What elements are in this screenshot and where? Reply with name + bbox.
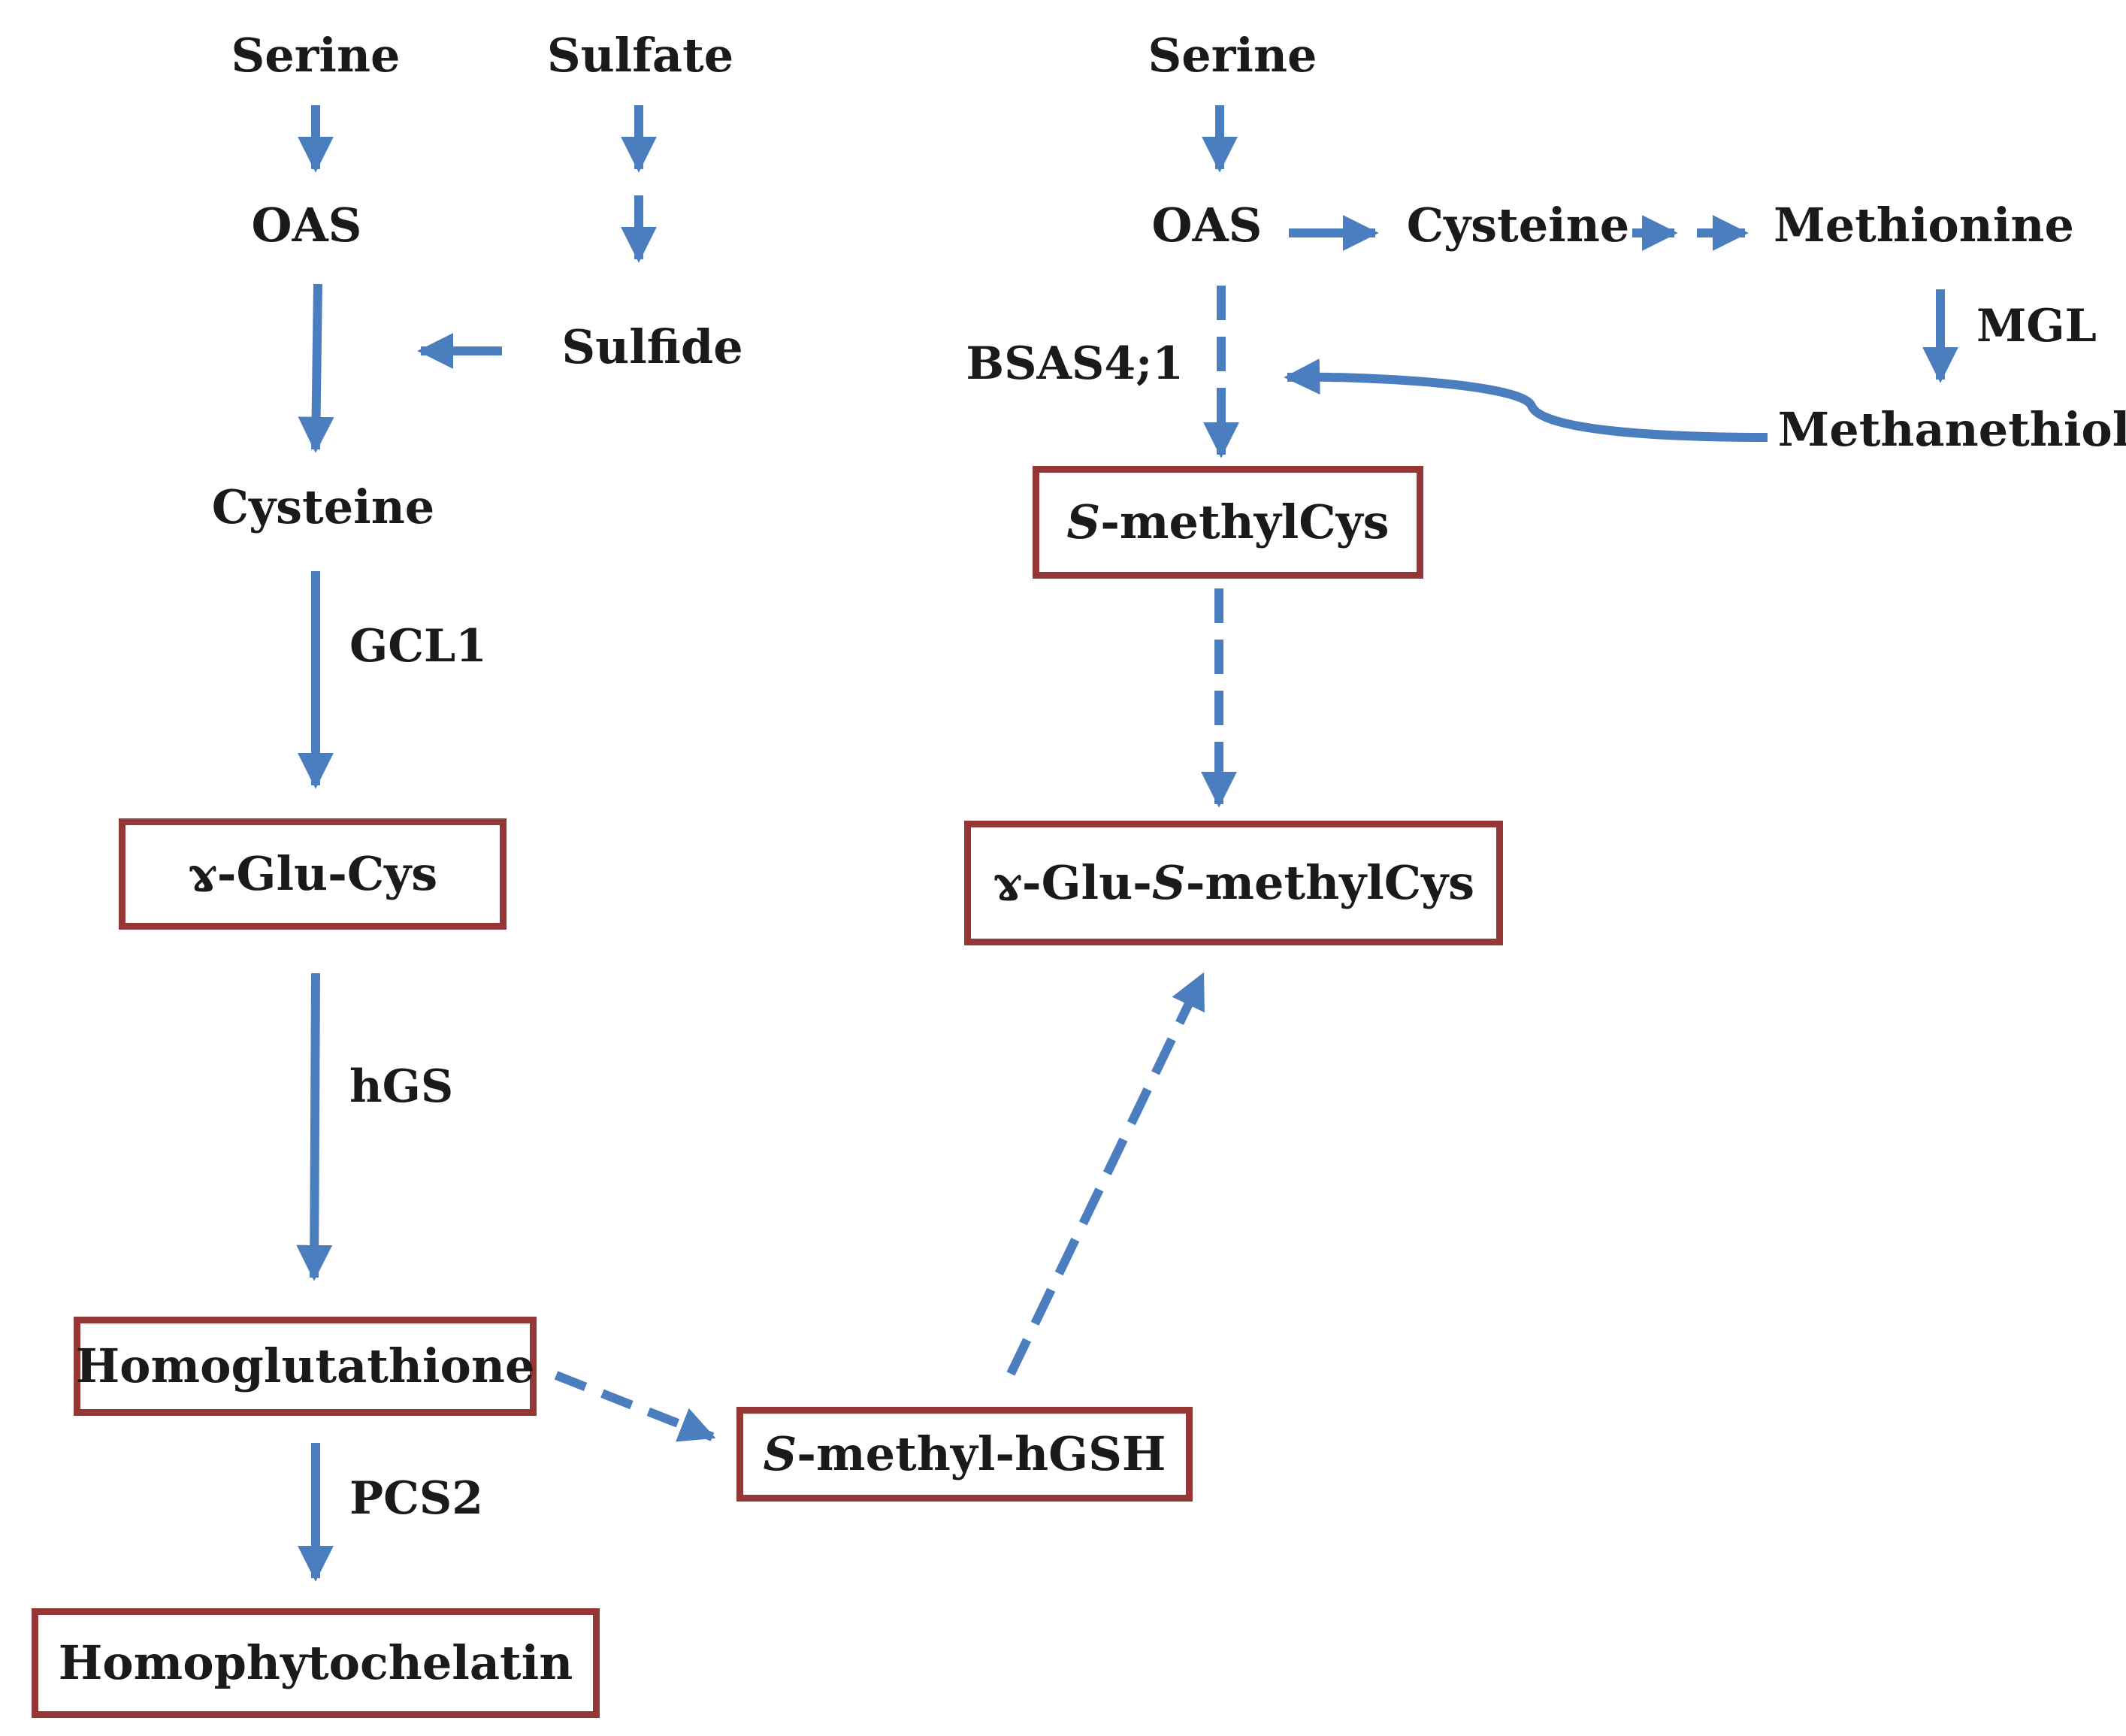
- box-s-methylcys: S-methylCys: [1033, 466, 1423, 579]
- enzyme-pcs2: PCS2: [349, 1472, 483, 1525]
- node-sulfate: Sulfate: [546, 28, 734, 83]
- node-cysteine-left: Cysteine: [211, 479, 435, 534]
- label-homoglutathione: Homoglutathione: [75, 1338, 535, 1393]
- box-glu-cys: ɤ-Glu-Cys: [119, 818, 507, 930]
- box-homoglutathione: Homoglutathione: [74, 1317, 537, 1416]
- node-cysteine-right: Cysteine: [1406, 198, 1630, 253]
- label-s-methyl-hgsh: S-methyl-hGSH: [764, 1431, 1166, 1477]
- box-s-methyl-hgsh: S-methyl-hGSH: [736, 1407, 1193, 1502]
- label-s-methyl-hgsh-italic-s: S: [763, 1426, 797, 1481]
- arrow-hgs: [296, 972, 333, 1281]
- label-glu-cys: ɤ-Glu-Cys: [187, 846, 438, 901]
- node-serine-right: Serine: [1148, 28, 1317, 83]
- label-glu-s-methylcys-start: ɤ-Glu-: [992, 855, 1152, 910]
- label-s-methyl-hgsh-rest: -methyl-hGSH: [797, 1426, 1166, 1481]
- enzyme-gcl1: GCL1: [349, 620, 487, 673]
- node-oas-left: OAS: [251, 198, 362, 253]
- label-glu-s-methylcys-italic-s: S: [1151, 855, 1186, 910]
- label-s-methylcys-rest: -methylCys: [1100, 494, 1390, 549]
- node-serine-left: Serine: [231, 28, 401, 83]
- enzyme-hgs: hGS: [349, 1060, 454, 1113]
- node-methionine: Methionine: [1774, 198, 2074, 253]
- label-homophytochelatin: Homophytochelatin: [58, 1635, 573, 1690]
- label-glu-s-methylcys: ɤ-Glu-S-methylCys: [993, 860, 1474, 906]
- arrow-homoglutathione-to-s-methyl-hgsh: [554, 1371, 716, 1442]
- box-glu-s-methylcys: ɤ-Glu-S-methylCys: [964, 821, 1503, 945]
- label-s-methylcys: S-methylCys: [1066, 499, 1389, 546]
- arrow-oas-to-cysteine-left: [298, 283, 334, 453]
- box-homophytochelatin: Homophytochelatin: [32, 1608, 600, 1718]
- enzyme-bsas4-1: BSAS4;1: [966, 337, 1184, 390]
- node-sulfide: Sulfide: [561, 319, 743, 374]
- node-oas-right: OAS: [1151, 198, 1263, 253]
- enzyme-mgl: MGL: [1976, 300, 2097, 352]
- node-methanethiol: Methanethiol: [1777, 402, 2126, 457]
- arrow-methanethiol-to-bsas: [1284, 358, 1768, 442]
- arrow-s-methyl-hgsh-to-glu-s-methylcys: [1006, 972, 1207, 1376]
- label-s-methylcys-italic-s: S: [1066, 494, 1101, 549]
- label-glu-s-methylcys-rest: -methylCys: [1185, 855, 1475, 910]
